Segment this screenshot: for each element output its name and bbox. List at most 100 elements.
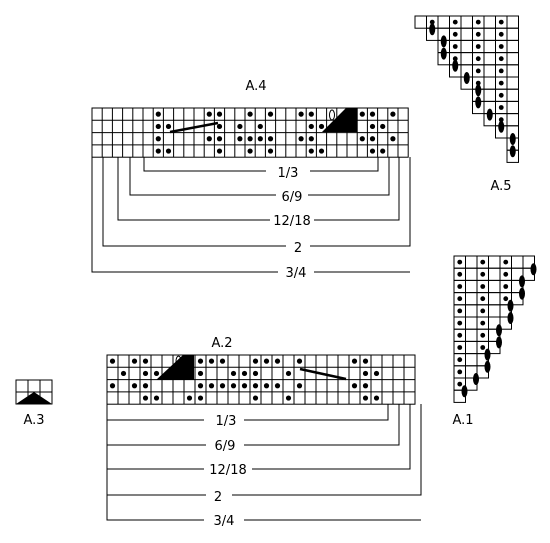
purl-dot [475, 56, 481, 62]
chart-symbols [16, 19, 537, 404]
cable-line [169, 121, 219, 134]
increase-oval [440, 35, 447, 48]
increase-oval [440, 47, 447, 60]
a5-cell [506, 100, 519, 115]
chart-label-a4: A.4 [245, 79, 266, 94]
purl-dot [120, 370, 127, 377]
a5-cell [506, 27, 519, 41]
a5-cell [483, 39, 496, 54]
increase-oval [486, 108, 493, 121]
purl-dot [457, 296, 463, 302]
purl-dot [457, 308, 463, 314]
increase-oval [519, 275, 525, 288]
a2-size-label-2: 6/9 [215, 439, 236, 454]
purl-dot [219, 358, 226, 364]
purl-dot [308, 111, 314, 117]
purl-dot [257, 136, 263, 142]
purl-dot [452, 19, 458, 25]
increase-oval [507, 312, 514, 324]
purl-dot [109, 358, 116, 364]
a5-cell [483, 64, 496, 78]
purl-dot [296, 358, 303, 364]
a5-cell [483, 52, 496, 66]
purl-dot [359, 111, 365, 117]
purl-dot [475, 31, 481, 37]
purl-dot [369, 136, 376, 142]
decrease-triangle [16, 392, 52, 404]
purl-dot [267, 148, 274, 154]
purl-dot [498, 31, 504, 37]
purl-dot [498, 105, 504, 110]
purl-dot [237, 123, 243, 130]
purl-dot [142, 370, 149, 377]
purl-dot [197, 395, 204, 401]
purl-dot [380, 148, 386, 154]
purl-dot [296, 383, 303, 389]
a4-size-label-5: 3/4 [286, 266, 307, 281]
a5-cell [506, 52, 519, 66]
a1-cell [465, 292, 478, 306]
a4-leader-4b [310, 157, 411, 247]
purl-dot [153, 370, 160, 377]
purl-dot [480, 332, 486, 338]
a5-cell [506, 39, 519, 54]
yarn-over-ring [329, 109, 335, 121]
a2-leader-2 [106, 420, 206, 446]
a5-cell [460, 27, 473, 41]
a2-leader-1b [244, 404, 389, 421]
purl-dot [216, 136, 223, 142]
purl-dot [142, 383, 149, 389]
increase-oval [475, 84, 482, 97]
a1-cell [488, 267, 501, 281]
increase-oval [496, 336, 502, 349]
size-labels-a4: 1/3 6/9 12/18 2 3/4 [266, 165, 314, 281]
purl-dot [197, 383, 204, 389]
purl-dot [197, 370, 204, 377]
purl-dot [369, 123, 376, 130]
a5-cell [483, 15, 496, 29]
purl-dot [216, 111, 223, 117]
purl-dot [142, 358, 149, 364]
purl-dot [369, 111, 376, 117]
a1-cell [465, 267, 478, 281]
purl-dot [263, 358, 270, 364]
a2-leader-3b [252, 404, 411, 470]
decrease-triangle [322, 108, 357, 132]
purl-dot [503, 259, 509, 265]
a1-cell [465, 316, 478, 330]
purl-dot [380, 123, 386, 130]
purl-dot [480, 284, 486, 289]
purl-dot [503, 284, 509, 289]
purl-dot [503, 296, 509, 302]
a4-size-label-3: 12/18 [273, 214, 310, 229]
a1-cell [488, 292, 501, 306]
purl-dot [457, 345, 463, 350]
purl-dot [252, 370, 259, 377]
purl-dot [263, 383, 270, 389]
purl-dot [480, 345, 486, 350]
purl-dot [308, 148, 314, 154]
a5-cell [506, 113, 519, 127]
purl-dot [362, 358, 369, 364]
a4-leader-2 [129, 157, 276, 196]
purl-dot [230, 370, 237, 377]
purl-dot [208, 383, 215, 389]
purl-dot [498, 117, 504, 123]
purl-dot [206, 136, 212, 142]
purl-dot [267, 136, 274, 142]
purl-dot [457, 369, 463, 375]
purl-dot [155, 136, 161, 142]
purl-dot [373, 370, 380, 377]
increase-oval [507, 299, 514, 312]
increase-oval [452, 59, 459, 72]
purl-dot [452, 56, 458, 62]
purl-dot [186, 395, 193, 401]
increase-oval [530, 263, 537, 276]
purl-dot [155, 123, 161, 130]
a1-cell [465, 328, 478, 342]
purl-dot [208, 358, 215, 364]
a5-cell [506, 88, 519, 102]
a2-leader-1 [106, 404, 204, 421]
a5-cell [483, 88, 496, 102]
decrease-triangle [156, 355, 194, 380]
